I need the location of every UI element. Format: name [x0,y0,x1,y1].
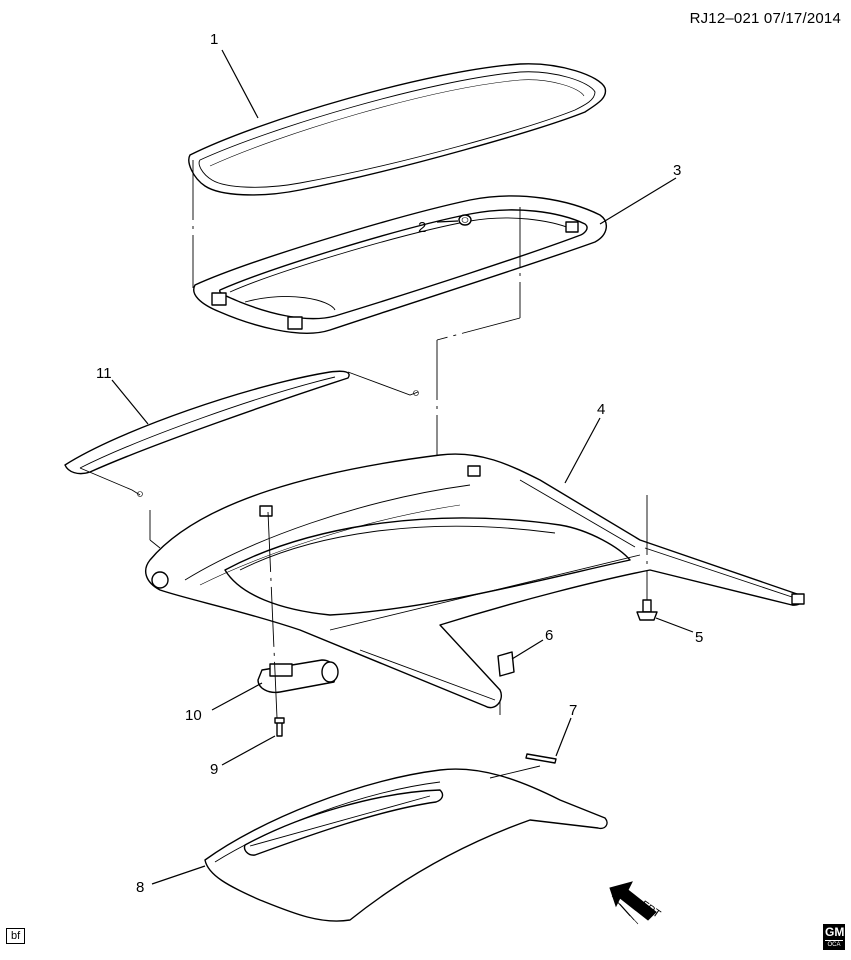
part-11-wind-deflector [64,370,419,497]
callout-1: 1 [210,31,218,48]
callout-5: 5 [695,629,703,646]
front-direction-indicator: FRT [609,881,663,925]
callout-9: 9 [210,761,218,778]
callout-7: 7 [569,702,577,719]
callout-4: 4 [597,401,605,418]
part-3-sunroof-frame [193,195,607,334]
footer-code: bf [6,928,26,944]
arrow-up-left-icon [609,881,657,921]
callout-leaders [111,49,694,885]
part-8-headliner [204,768,608,922]
alignment-lines [149,160,648,779]
part-5-bolt [636,599,658,621]
part-9-screw [274,717,285,737]
gm-logo-text: GM [825,925,845,941]
callout-10: 10 [185,707,202,724]
callout-6: 6 [545,627,553,644]
callout-3: 3 [673,162,681,179]
gm-logo-subtext: OCA [827,942,841,948]
part-10-motor [257,659,339,694]
diagram-reference: RJ12–021 07/17/2014 [689,10,841,27]
part-1-glass-panel [188,63,607,196]
part-7-seal-strip [525,753,557,764]
part-4-sunroof-housing [144,453,805,709]
part-2-grommet [458,214,472,226]
callout-8: 8 [136,879,144,896]
gm-logo: GM OCA [823,924,845,950]
callout-11: 11 [96,365,112,382]
callouts: 1 2 3 4 5 6 7 8 9 10 11 [96,31,703,896]
part-6-clip [497,651,515,677]
callout-2: 2 [418,219,426,236]
